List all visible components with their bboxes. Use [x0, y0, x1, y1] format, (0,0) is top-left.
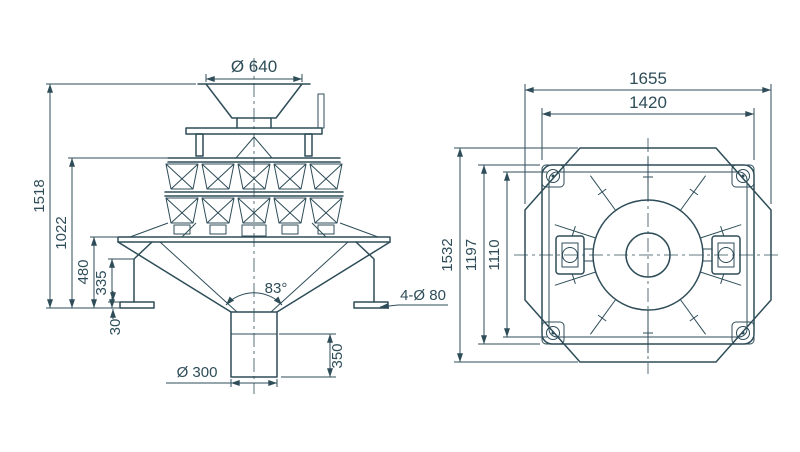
dim-mounting-holes-label: 4-Ø 80	[400, 287, 446, 304]
dim-outlet-height-label: 350	[329, 343, 346, 368]
discharge-tube	[230, 311, 278, 378]
dim-inner-depth-label: 1110	[486, 239, 503, 270]
corner-bolt-top-right	[731, 164, 755, 188]
head-assembly	[129, 157, 379, 238]
divider-ticks	[571, 176, 725, 334]
dim-frame-height: 1022	[53, 157, 168, 309]
dim-mounting-holes: 4-Ø 80	[379, 287, 448, 310]
dim-foot-thickness-label: 30	[107, 319, 124, 336]
dim-bracket-height-label: 335	[93, 270, 110, 295]
dim-frame-width-label: 1420	[629, 93, 667, 112]
support-bracket-right	[353, 241, 389, 309]
dim-frame-width: 1420	[541, 93, 755, 160]
dim-overall-depth-label: 1532	[439, 238, 456, 271]
head-mid-plate	[164, 191, 344, 197]
dim-top-diameter: Ø 640	[205, 57, 303, 82]
dim-cone-height: 480	[75, 236, 118, 309]
head-top-plate	[167, 157, 341, 163]
dim-top-diameter-label: Ø 640	[231, 57, 277, 76]
dim-cone-height-label: 480	[75, 259, 92, 284]
dim-outlet-diameter: Ø 300	[166, 364, 278, 387]
mounting-foot-left	[119, 301, 155, 309]
dim-cone-angle-label: 83°	[265, 280, 288, 297]
corner-bolt-top-left	[541, 164, 565, 188]
hopper-row-1	[165, 163, 343, 190]
side-bracket-right	[702, 235, 741, 275]
actuator-band	[129, 222, 379, 238]
corner-bolt-bottom-right	[731, 321, 755, 345]
top-view: 1655 1420 1532 1197 1110	[439, 69, 782, 374]
hopper-row-2	[165, 197, 343, 224]
corner-bolt-bottom-left	[541, 321, 565, 345]
dim-overall-width: 1655	[524, 69, 772, 204]
side-bracket-left	[555, 235, 594, 275]
dim-outlet-height: 350	[279, 333, 346, 378]
discharge-opening	[625, 232, 671, 278]
dim-outlet-diameter-label: Ø 300	[177, 364, 218, 381]
cone-body	[117, 236, 391, 313]
support-bracket-left	[119, 241, 155, 309]
dim-foot-thickness: 30	[107, 291, 124, 335]
front-view: Ø 640 1518 1022 480 335 30	[31, 57, 448, 394]
dim-frame-depth-label: 1197	[463, 239, 480, 271]
dim-overall-width-label: 1655	[629, 69, 667, 88]
top-frame	[185, 93, 325, 157]
dim-overall-height-label: 1518	[31, 179, 48, 212]
feed-funnel	[197, 83, 311, 129]
dim-overall-depth: 1532	[439, 147, 578, 363]
dispersion-cone	[235, 136, 273, 159]
dim-cone-angle: 83°	[225, 280, 288, 306]
outer-octagon-frame	[524, 147, 772, 363]
dim-overall-height: 1518	[31, 83, 196, 309]
radial-dividers	[554, 157, 742, 353]
dim-frame-height-label: 1022	[53, 216, 70, 249]
dim-frame-depth: 1197	[463, 164, 540, 345]
dim-inner-depth: 1110	[486, 171, 547, 338]
